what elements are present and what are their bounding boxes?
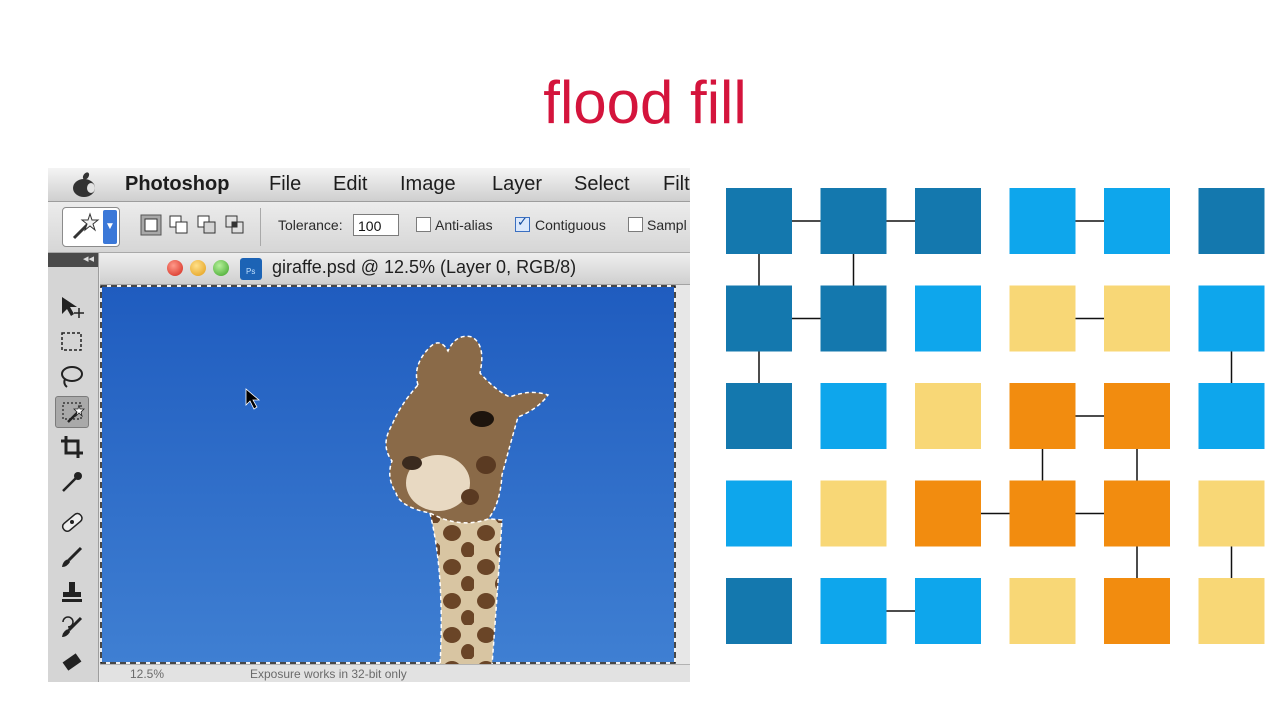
document-canvas-area[interactable] xyxy=(100,285,676,666)
flood-fill-grid-diagram xyxy=(726,188,1265,644)
menu-layer[interactable]: Layer xyxy=(492,173,543,195)
contiguous-checkbox[interactable] xyxy=(515,214,530,232)
menu-photoshop[interactable]: Photoshop xyxy=(125,173,230,195)
grid-cell-light-blue xyxy=(726,480,792,547)
options-bar: ▼ Tolerance: 100 Anti-alias Contiguous S… xyxy=(48,202,690,253)
anti-alias-checkbox[interactable] xyxy=(416,217,431,232)
grid-cell-dark-blue xyxy=(726,578,792,644)
grid-connections xyxy=(758,220,1233,612)
grid-cell-dark-blue xyxy=(820,188,887,254)
bandage-icon xyxy=(61,512,83,533)
tools-panel: ◂◂ xyxy=(48,253,99,682)
tolerance-label: Tolerance: xyxy=(278,217,343,233)
slide-title: flood fill xyxy=(543,69,747,136)
grid-cell-light-blue xyxy=(1009,188,1076,254)
grid-cell-light-blue xyxy=(1198,285,1265,352)
options-divider xyxy=(260,208,261,246)
chevron-down-icon[interactable]: ▼ xyxy=(103,210,117,244)
menu-bar: Photoshop File Edit Image Layer Select F… xyxy=(48,168,690,202)
grid-cell-light-yellow xyxy=(1104,285,1170,352)
grid-cell-orange xyxy=(915,480,981,547)
grid-cell-light-yellow xyxy=(915,383,981,449)
tolerance-input[interactable]: 100 xyxy=(353,214,399,236)
grid-cell-light-blue xyxy=(1198,383,1265,449)
apple-logo-icon[interactable] xyxy=(70,172,100,198)
menu-file[interactable]: File xyxy=(269,173,302,195)
brush-icon xyxy=(62,546,83,567)
marquee-tool[interactable] xyxy=(55,326,89,358)
move-icon xyxy=(62,297,84,318)
magic-wand-tool[interactable] xyxy=(55,396,89,428)
clone-stamp-tool[interactable] xyxy=(55,576,89,608)
history-brush-tool[interactable] xyxy=(55,611,89,643)
sample-all-layers-label[interactable]: Sampl xyxy=(647,217,687,233)
grid-cell-light-blue xyxy=(915,578,981,644)
history-brush-icon xyxy=(62,616,83,637)
add-to-selection-icon[interactable] xyxy=(168,214,190,236)
grid-cell-dark-blue xyxy=(726,383,792,449)
intersect-selection-icon[interactable] xyxy=(224,214,246,236)
grid-cell-dark-blue xyxy=(1198,188,1265,254)
healing-brush-tool[interactable] xyxy=(55,506,89,538)
grid-cell-light-yellow xyxy=(1198,578,1265,644)
status-message: Exposure works in 32-bit only xyxy=(250,667,407,681)
anti-alias-label[interactable]: Anti-alias xyxy=(435,217,493,233)
crop-icon xyxy=(61,436,83,458)
giraffe-image[interactable] xyxy=(100,285,676,666)
grid-cell-orange xyxy=(1104,578,1170,644)
menu-filter[interactable]: Filt xyxy=(663,173,690,195)
eraser-icon xyxy=(62,653,82,671)
close-window-button[interactable] xyxy=(167,260,183,276)
crop-tool[interactable] xyxy=(55,431,89,463)
subtract-from-selection-icon[interactable] xyxy=(196,214,218,236)
menu-image[interactable]: Image xyxy=(400,173,456,195)
grid-cell-dark-blue xyxy=(726,188,792,254)
brush-tool[interactable] xyxy=(55,541,89,573)
grid-cell-orange xyxy=(1104,383,1170,449)
grid-cell-orange xyxy=(1104,480,1170,547)
psd-file-icon xyxy=(240,258,262,280)
grid-cell-orange xyxy=(1009,480,1076,547)
grid-cell-light-blue xyxy=(915,285,981,352)
zoom-window-button[interactable] xyxy=(213,260,229,276)
magic-wand-icon xyxy=(72,212,100,240)
lasso-tool[interactable] xyxy=(55,361,89,393)
grid-cell-light-blue xyxy=(1104,188,1170,254)
marquee-icon xyxy=(61,332,82,351)
grid-cell-dark-blue xyxy=(726,285,792,352)
mouse-cursor-icon xyxy=(245,388,261,410)
zoom-level[interactable]: 12.5% xyxy=(130,667,165,681)
grid-cell-light-yellow xyxy=(1198,480,1265,547)
new-selection-icon[interactable] xyxy=(140,214,162,236)
grid-cell-dark-blue xyxy=(915,188,981,254)
grid-cell-light-blue xyxy=(820,383,887,449)
grid-cell-light-yellow xyxy=(820,480,887,547)
menu-select[interactable]: Select xyxy=(574,173,630,195)
document-status-bar: 12.5% Exposure works in 32-bit only xyxy=(100,664,690,682)
sample-all-layers-checkbox[interactable] xyxy=(628,217,643,232)
contiguous-label[interactable]: Contiguous xyxy=(535,217,606,233)
tools-panel-header[interactable]: ◂◂ xyxy=(48,253,98,267)
lasso-icon xyxy=(61,366,83,388)
document-title: giraffe.psd @ 12.5% (Layer 0, RGB/8) xyxy=(272,257,577,277)
magic-wand-icon xyxy=(62,402,85,423)
eyedropper-icon xyxy=(62,472,82,492)
menu-edit[interactable]: Edit xyxy=(333,173,368,195)
move-tool[interactable] xyxy=(55,291,89,323)
grid-cell-orange xyxy=(1009,383,1076,449)
grid-cell-light-yellow xyxy=(1009,285,1076,352)
grid-cell-light-blue xyxy=(820,578,887,644)
grid-cell-light-yellow xyxy=(1009,578,1076,644)
tool-preset-picker[interactable]: ▼ xyxy=(62,207,120,247)
minimize-window-button[interactable] xyxy=(190,260,206,276)
grid-cell-dark-blue xyxy=(820,285,887,352)
eyedropper-tool[interactable] xyxy=(55,466,89,498)
stamp-icon xyxy=(62,582,82,602)
document-title-bar: giraffe.psd @ 12.5% (Layer 0, RGB/8) xyxy=(100,253,690,285)
eraser-tool[interactable] xyxy=(55,646,89,678)
photoshop-screenshot: Photoshop File Edit Image Layer Select F… xyxy=(48,168,690,682)
